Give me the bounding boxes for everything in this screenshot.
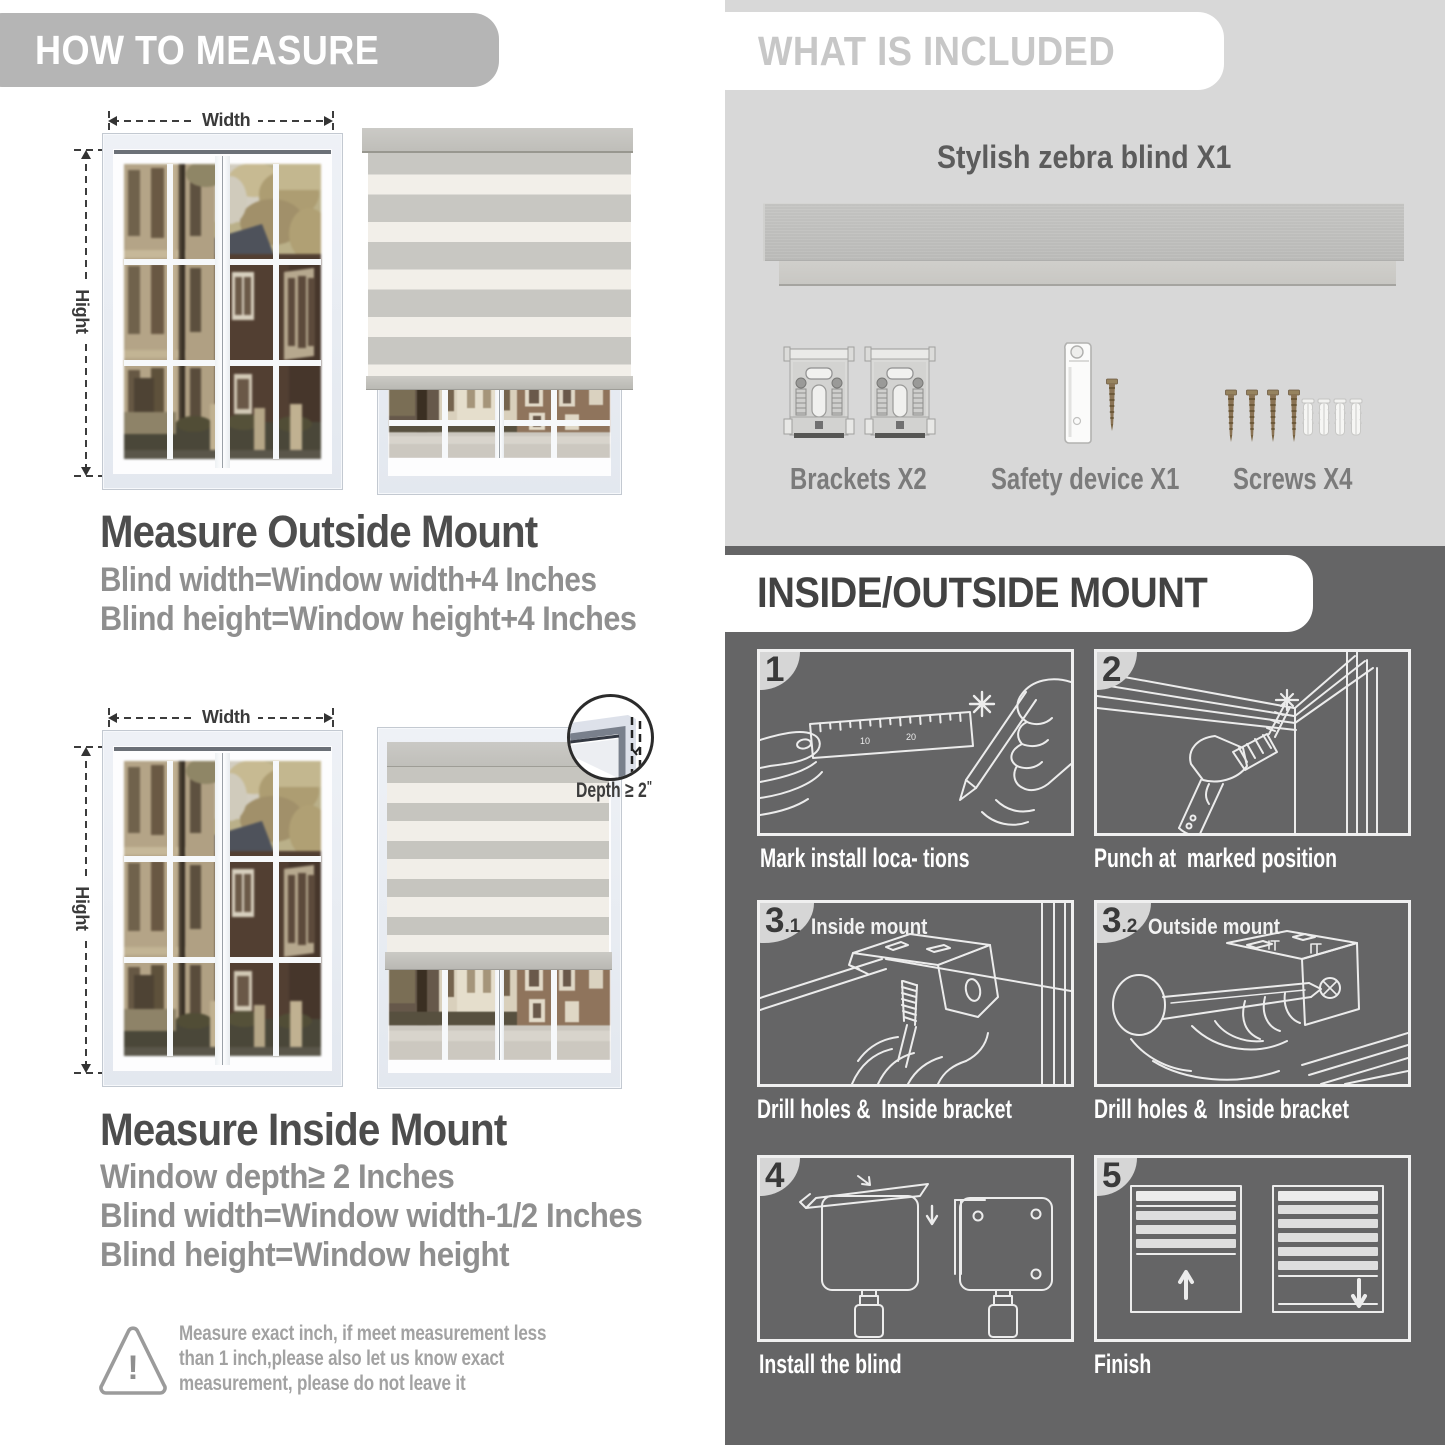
svg-text:!: !: [127, 1349, 138, 1387]
svg-text:10: 10: [860, 736, 870, 746]
svg-text:20: 20: [906, 732, 916, 742]
